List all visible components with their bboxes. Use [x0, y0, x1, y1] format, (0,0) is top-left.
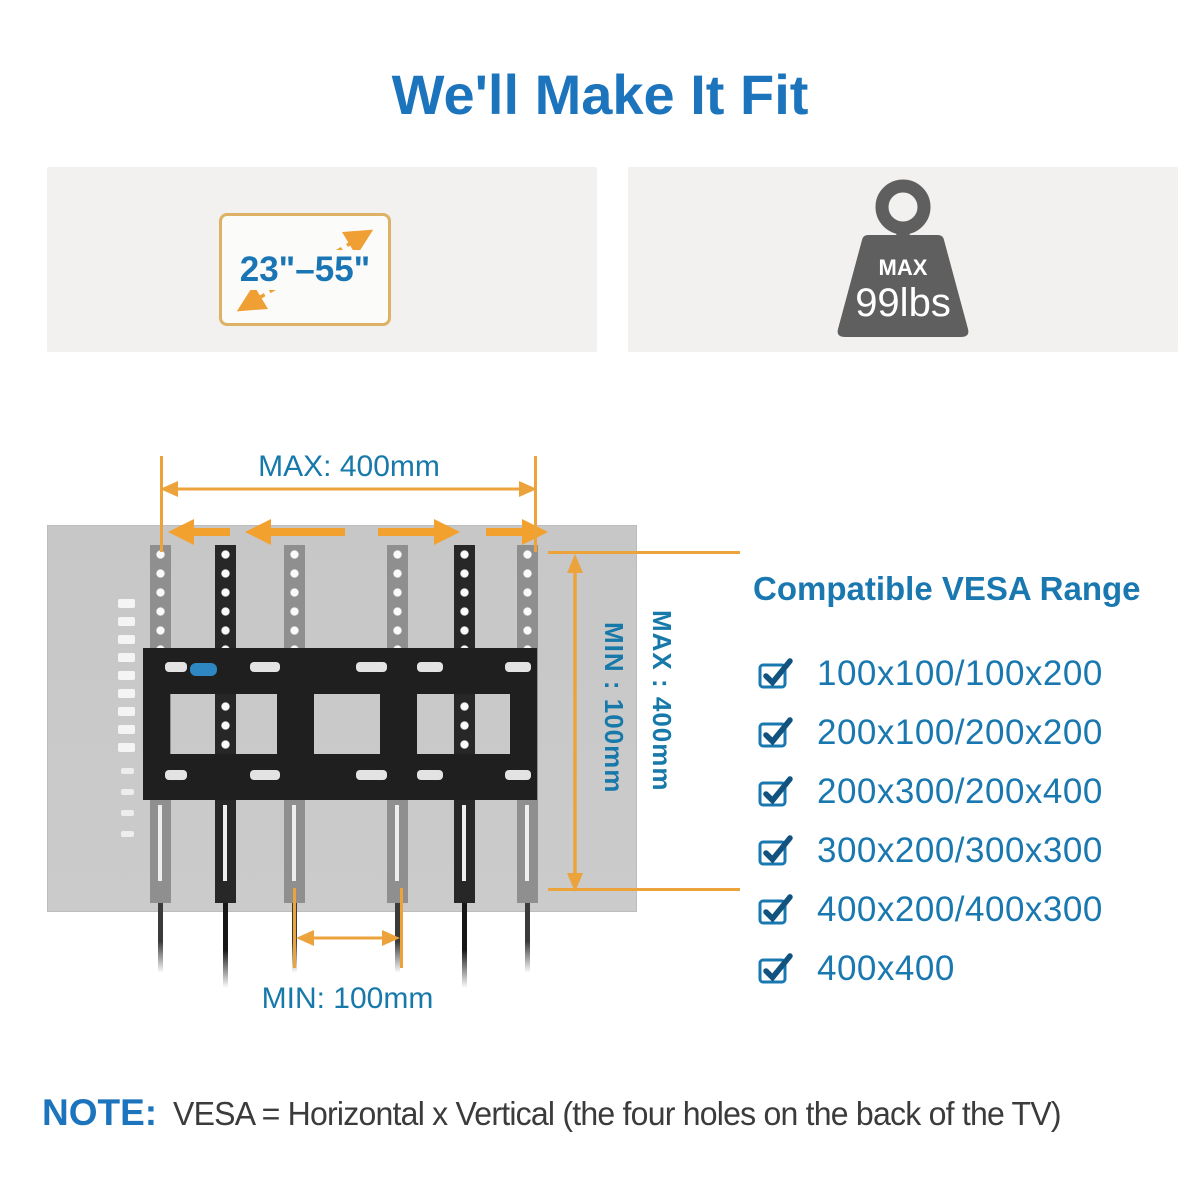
vesa-item-label: 400x400 [817, 948, 955, 988]
wall-mount-plate [143, 648, 537, 800]
extension-line [160, 456, 163, 552]
top-dimension-arrow [160, 481, 537, 497]
checkbox-checked-icon [758, 657, 793, 688]
page-title: We'll Make It Fit [391, 63, 809, 126]
note: NOTE: VESA = Horizontal x Vertical (the … [42, 1092, 1172, 1134]
vesa-range-heading: Compatible VESA Range [753, 570, 1141, 607]
weight-icon: MAX 99lbs [818, 179, 988, 346]
bottom-dimension-arrow [296, 930, 400, 946]
vesa-list: 100x100/100x200 200x100/200x200 200x300/… [758, 644, 1103, 998]
note-text: VESA = Horizontal x Vertical (the four h… [173, 1095, 1062, 1132]
bottom-dimension-label: MIN: 100mm [261, 982, 434, 1015]
slide-left-arrow-icon [168, 519, 230, 545]
note-label: NOTE: [42, 1092, 158, 1133]
tv-ports-strip-small [121, 768, 134, 837]
vesa-list-item: 400x200/400x300 [758, 880, 1103, 939]
slide-left-arrow-icon [245, 519, 345, 545]
checkbox-checked-icon [758, 834, 793, 865]
vesa-item-label: 200x100/200x200 [817, 712, 1103, 752]
vertical-min-label: MIN : 100mm [599, 622, 629, 794]
slide-right-arrow-icon [486, 519, 548, 545]
tick-line [548, 551, 740, 554]
checkbox-checked-icon [758, 893, 793, 924]
tv-screen-outline: 23"–55" [219, 213, 391, 326]
vesa-item-label: 400x200/400x300 [817, 889, 1103, 929]
vesa-item-label: 100x100/100x200 [817, 653, 1103, 693]
checkbox-checked-icon [758, 952, 793, 983]
weight-value: 99lbs [855, 281, 951, 325]
screen-size-range: 23"–55" [236, 249, 374, 290]
vesa-list-item: 300x200/300x300 [758, 821, 1103, 880]
tv-ports-strip [118, 599, 135, 752]
extension-line [534, 456, 537, 552]
slide-right-arrow-icon [378, 519, 460, 545]
brand-logo [190, 663, 217, 676]
vesa-list-item: 100x100/100x200 [758, 644, 1103, 703]
checkbox-checked-icon [758, 775, 793, 806]
tick-line [548, 888, 740, 891]
extension-line [293, 888, 296, 968]
checkbox-checked-icon [758, 716, 793, 747]
diagonal-arrow-icon [236, 229, 374, 312]
vesa-list-item: 200x100/200x200 [758, 703, 1103, 762]
extension-line [400, 888, 403, 968]
vertical-dimension-arrow [567, 554, 583, 892]
vesa-list-item: 200x300/200x400 [758, 762, 1103, 821]
weight-max-label: MAX [879, 255, 928, 280]
weight-capacity-feature-box: MAX 99lbs [628, 167, 1178, 352]
vertical-max-label: MAX : 400mm [647, 610, 677, 792]
vesa-item-label: 300x200/300x300 [817, 830, 1103, 870]
vesa-item-label: 200x300/200x400 [817, 771, 1103, 811]
screen-size-feature-box: 23"–55" [47, 167, 597, 352]
vesa-list-item: 400x400 [758, 939, 1103, 998]
top-dimension-label: MAX: 400mm [258, 450, 440, 483]
